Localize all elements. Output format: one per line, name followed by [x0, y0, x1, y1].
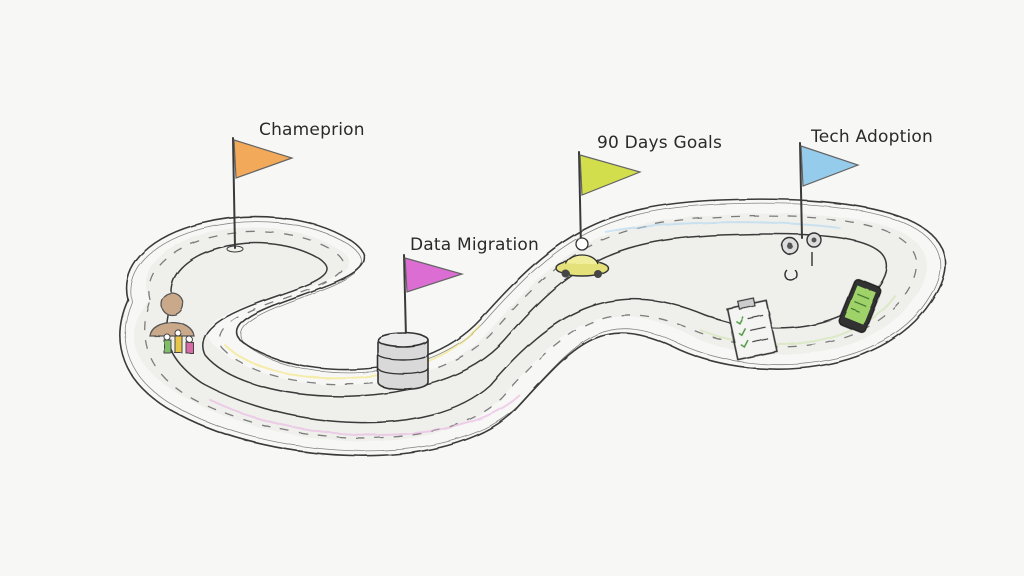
flag-90-days-goals: [579, 154, 642, 196]
checklist-clipboard-icon: [726, 297, 778, 361]
flag-pole: [232, 137, 236, 249]
milestone-champion: Chameprion: [226, 120, 365, 253]
milestone-label: Chameprion: [259, 120, 365, 140]
flag-tech-adoption: [800, 145, 860, 187]
flag-pole: [578, 151, 582, 249]
flag-pole: [403, 254, 407, 339]
milestone-label: 90 Days Goals: [597, 133, 722, 153]
person-with-team-icon: [149, 292, 195, 354]
milestone-data-migration: Data Migration: [403, 235, 539, 339]
milestone-90-days-goals: 90 Days Goals: [578, 133, 722, 249]
flag-pole: [799, 142, 803, 239]
database-icon: [377, 332, 429, 391]
flag-data-migration: [404, 257, 465, 293]
milestone-label: Data Migration: [410, 235, 539, 255]
smartphone-icon: [838, 279, 882, 333]
flag-champion: [233, 139, 294, 179]
milestone-label: Tech Adoption: [810, 127, 933, 147]
milestone-tech-adoption: Tech Adoption: [799, 127, 933, 239]
gears-icon: [781, 232, 822, 282]
vehicle-icon: [555, 237, 609, 278]
winding-road: [119, 198, 946, 457]
